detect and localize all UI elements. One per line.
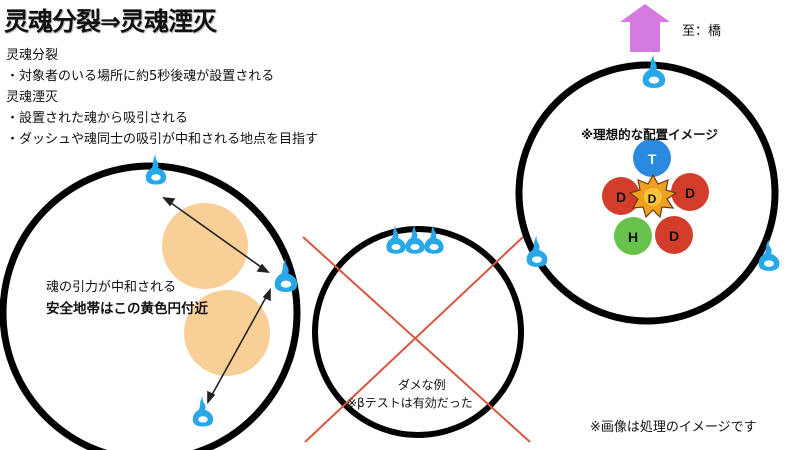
direction-arrow-icon	[620, 4, 670, 52]
neutral-point-label: 魂の引力が中和される	[46, 280, 177, 295]
right-arena	[515, 4, 780, 325]
safe-zone-label: 安全地帯はこの黄色円付近	[46, 301, 208, 317]
party-formation: T D D D H D	[602, 139, 709, 255]
middle-arena	[302, 225, 531, 443]
ideal-layout-title: ※理想的な配置イメージ	[581, 127, 718, 142]
cross-line	[304, 236, 524, 443]
dps-marker	[671, 173, 709, 211]
split-heading: 灵魂分裂	[6, 48, 59, 63]
tank-label: T	[648, 151, 657, 167]
soul-icon	[642, 54, 666, 89]
healer-marker	[614, 217, 652, 255]
dps-label: D	[616, 189, 626, 205]
left-arena-ring	[0, 162, 301, 450]
split-description: ・対象者のいる場所に約5秒後魂が設置される	[6, 69, 275, 84]
annihilate-heading: 灵魂湮灭	[6, 90, 59, 105]
dps-label: D	[669, 228, 679, 244]
dps-label: D	[685, 185, 695, 201]
middle-arena-ring	[312, 226, 524, 438]
bad-example-label: ダメな例	[398, 378, 446, 392]
burst-core	[644, 188, 662, 206]
right-arena-ring	[515, 61, 779, 325]
image-footnote: ※画像は処理のイメージです	[590, 420, 757, 435]
beta-note: ※βテストは有効だった	[347, 396, 473, 410]
dps-marker	[655, 216, 693, 254]
direction-label: 至：橋	[682, 24, 722, 39]
cross-line	[302, 236, 531, 443]
annihilate-description: ・ダッシュや魂同士の吸引が中和される地点を目指す	[6, 132, 319, 147]
safe-zone-upper	[162, 203, 248, 289]
tank-marker	[633, 139, 671, 177]
pull-arrows	[162, 197, 271, 405]
dps-label: D	[648, 192, 657, 206]
safe-zone-lower	[184, 290, 270, 376]
left-arena	[0, 154, 301, 450]
healer-label: H	[628, 229, 638, 245]
dps-marker	[602, 177, 640, 215]
page-title: 灵魂分裂⇒灵魂湮灭	[4, 7, 217, 36]
annihilate-description: ・設置された魂から吸引される	[6, 111, 189, 126]
